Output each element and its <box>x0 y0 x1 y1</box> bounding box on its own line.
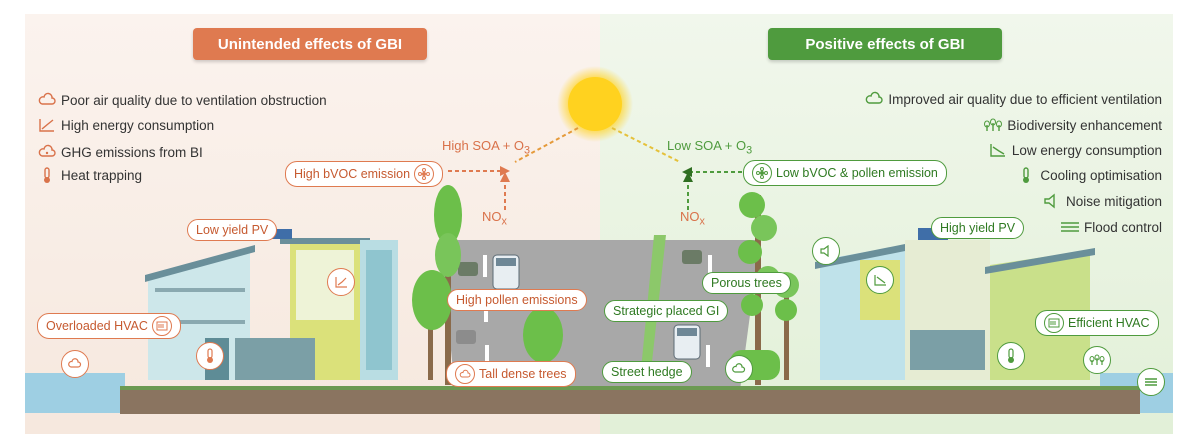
legend-right-item-4: Cooling optimisation <box>1016 166 1162 184</box>
legend-left-label: Poor air quality due to ventilation obst… <box>61 92 327 108</box>
vehicle-truck-left <box>492 254 520 290</box>
low-soa-text: Low SOA + O <box>667 138 747 153</box>
legend-left-label: High energy consumption <box>61 117 215 133</box>
falling-chart-icon <box>988 141 1008 159</box>
legend-left-label: Heat trapping <box>61 167 143 183</box>
legend-right-label: Noise mitigation <box>1065 193 1162 209</box>
thermometer-icon <box>997 342 1025 370</box>
building-right-mid <box>905 228 990 380</box>
nox-text: NO <box>482 209 502 224</box>
cloud-icon <box>455 364 475 384</box>
legend-right-label: Low energy consumption <box>1011 142 1162 158</box>
waves-icon <box>1137 368 1165 396</box>
arrow-sun-to-low-soa <box>611 127 681 163</box>
nox-subscript: x <box>501 215 507 228</box>
ground <box>120 388 1140 414</box>
plants-icon <box>1083 346 1111 374</box>
cloud-icon <box>725 355 753 383</box>
cloud-icon <box>37 91 57 109</box>
pill-high-yield-pv: High yield PV <box>931 217 1025 239</box>
falling-chart-icon <box>866 266 894 294</box>
pill-label: Overloaded HVAC <box>46 319 148 333</box>
legend-right-item-2: Biodiversity enhancement <box>983 116 1162 134</box>
plants-icon <box>983 116 1003 134</box>
rising-chart-icon <box>37 116 57 134</box>
pill-high-pollen: High pollen emissions <box>447 289 587 311</box>
flower-icon <box>752 163 772 183</box>
pill-label: High bVOC emission <box>294 167 411 181</box>
ghg-cloud-icon <box>37 143 57 161</box>
pill-high-bvoc: High bVOC emission <box>285 161 444 187</box>
speaker-icon <box>1042 192 1062 210</box>
ghg-cloud-icon <box>61 350 89 378</box>
pill-tall-dense-trees: Tall dense trees <box>446 361 576 387</box>
legend-right-item-1: Improved air quality due to efficient ve… <box>864 90 1162 108</box>
legend-right-label: Improved air quality due to efficient ve… <box>888 91 1162 107</box>
legend-left-item-4: Heat trapping <box>37 166 142 184</box>
pill-strategic-gi: Strategic placed GI <box>604 300 729 322</box>
legend-right-item-3: Low energy consumption <box>988 141 1162 159</box>
vehicle-car-right <box>682 250 702 264</box>
pill-efficient-hvac: Efficient HVAC <box>1035 310 1159 336</box>
positive-effects-header: Positive effects of GBI <box>768 28 1002 60</box>
pill-low-yield-pv: Low yield PV <box>187 219 278 241</box>
legend-left-item-3: GHG emissions from BI <box>37 143 203 161</box>
building-left-base <box>235 338 315 380</box>
arrow-sun-to-high-soa <box>514 127 579 163</box>
low-soa-label: Low SOA + O3 <box>667 138 752 157</box>
vehicle-car-left-2 <box>456 330 476 344</box>
pill-porous-trees: Porous trees <box>702 272 791 294</box>
nox-label-right: NOx <box>680 209 705 228</box>
pill-label: Tall dense trees <box>479 367 567 381</box>
hvac-icon <box>1044 313 1064 333</box>
pill-overloaded-hvac: Overloaded HVAC <box>37 313 181 339</box>
negative-effects-header: Unintended effects of GBI <box>193 28 427 60</box>
building-left-tower <box>360 240 398 380</box>
hvac-icon <box>151 316 172 336</box>
tree-left-3 <box>523 307 563 385</box>
pill-low-bvoc: Low bVOC & pollen emission <box>743 160 947 186</box>
speaker-icon <box>812 237 840 265</box>
legend-right-item-5: Noise mitigation <box>1042 192 1162 210</box>
sun <box>568 77 622 131</box>
nox-label-left: NOx <box>482 209 507 228</box>
thermometer-icon <box>37 166 57 184</box>
legend-right-label: Biodiversity enhancement <box>1007 117 1162 133</box>
tree-left-2 <box>412 270 452 380</box>
pill-label: Low bVOC & pollen emission <box>776 166 938 180</box>
legend-right-label: Cooling optimisation <box>1040 167 1162 183</box>
vehicle-car-left <box>458 262 478 276</box>
high-soa-text: High SOA + O <box>442 138 525 153</box>
pill-street-hedge: Street hedge <box>602 361 692 383</box>
waves-icon <box>1060 218 1080 236</box>
nox-subscript: x <box>699 215 705 228</box>
legend-left-label: GHG emissions from BI <box>61 144 203 160</box>
legend-left-item-1: Poor air quality due to ventilation obst… <box>37 91 327 109</box>
rising-chart-icon <box>327 268 355 296</box>
vehicle-truck-right <box>673 324 701 360</box>
nox-text: NO <box>680 209 700 224</box>
pill-label: Efficient HVAC <box>1068 316 1150 330</box>
water-left <box>25 373 125 413</box>
thermometer-icon <box>1016 166 1036 184</box>
legend-left-item-2: High energy consumption <box>37 116 214 134</box>
high-soa-label: High SOA + O3 <box>442 138 530 157</box>
thermometer-icon <box>196 342 224 370</box>
flower-icon <box>414 164 435 184</box>
o3-subscript: 3 <box>524 144 531 157</box>
legend-right-item-6: Flood control <box>1060 218 1162 236</box>
legend-right-label: Flood control <box>1083 219 1162 235</box>
o3-subscript: 3 <box>746 144 753 157</box>
cloud-icon <box>864 90 884 108</box>
